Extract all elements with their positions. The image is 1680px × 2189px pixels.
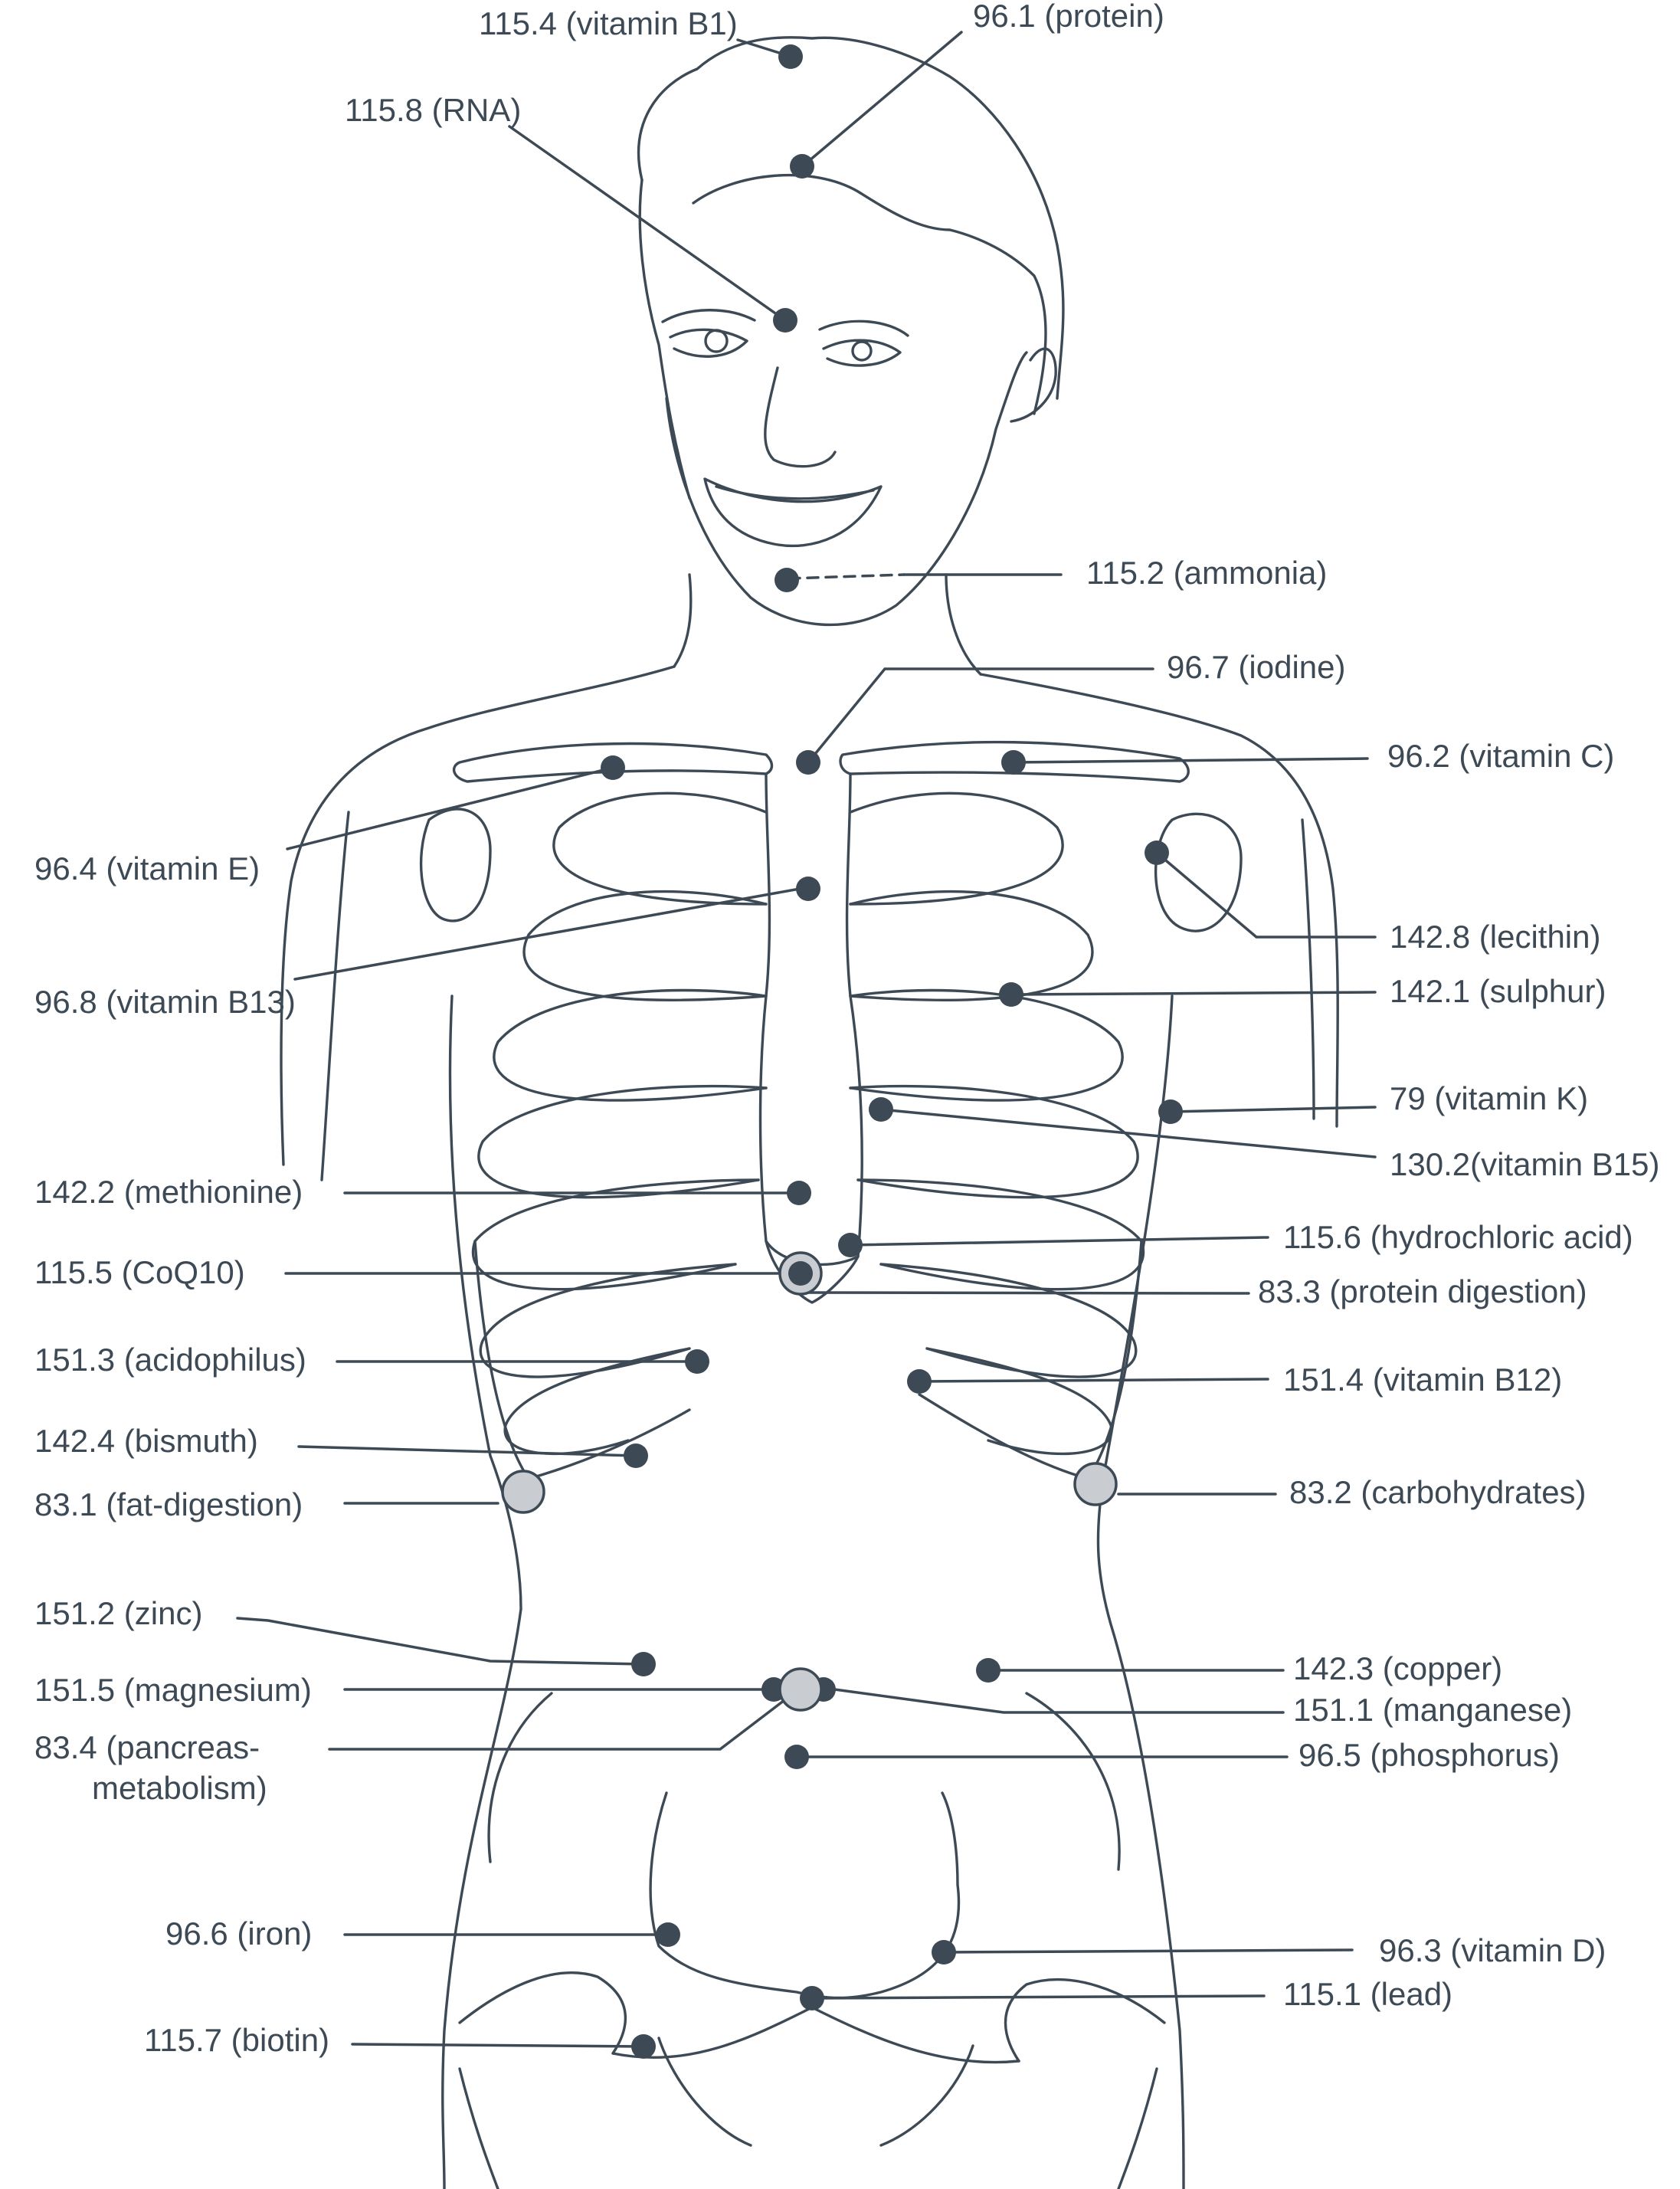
point-iron: [656, 1922, 680, 1947]
point-protein: [790, 154, 814, 179]
label-phosphorus: 96.5 (phosphorus): [1298, 1737, 1560, 1773]
point-copper: [976, 1658, 1000, 1683]
point-phosphorus: [784, 1745, 809, 1769]
point-vitamin-b15: [869, 1097, 893, 1122]
label-protein: 96.1 (protein): [973, 0, 1164, 34]
label-vitamin-b12: 151.4 (vitamin B12): [1283, 1362, 1562, 1398]
point-vitamin-d: [932, 1940, 956, 1965]
label-fat-digestion: 83.1 (fat-digestion): [34, 1486, 303, 1522]
label-rna: 115.8 (RNA): [345, 92, 521, 128]
label-biotin: 115.7 (biotin): [144, 2022, 329, 2058]
label-vitamin-c: 96.2 (vitamin C): [1387, 738, 1614, 774]
label-ammonia: 115.2 (ammonia): [1086, 555, 1327, 591]
point-pancreas-metabolism: [780, 1669, 821, 1710]
label-vitamin-k: 79 (vitamin K): [1390, 1080, 1588, 1116]
label-carbohydrates: 83.2 (carbohydrates): [1289, 1474, 1587, 1510]
point-rna: [773, 308, 797, 333]
point-vitamin-b1: [778, 44, 803, 69]
point-iodine: [796, 750, 820, 775]
label-vitamin-e: 96.4 (vitamin E): [34, 850, 260, 886]
point-methionine: [787, 1181, 811, 1205]
label-vitamin-d: 96.3 (vitamin D): [1379, 1932, 1606, 1968]
point-vitamin-b12: [907, 1369, 932, 1394]
label-pancreas-line1: 83.4 (pancreas-: [34, 1729, 260, 1765]
point-sulphur: [999, 982, 1023, 1007]
label-zinc: 151.2 (zinc): [34, 1595, 202, 1631]
label-iodine: 96.7 (iodine): [1167, 649, 1345, 685]
label-pancreas-line2: metabolism): [92, 1770, 267, 1806]
label-sulphur: 142.1 (sulphur): [1390, 973, 1606, 1009]
label-methionine: 142.2 (methionine): [34, 1174, 303, 1210]
label-coq10: 115.5 (CoQ10): [34, 1254, 245, 1290]
labels: 115.4 (vitamin B1) 96.1 (protein) 115.8 …: [34, 0, 1660, 2058]
label-bismuth: 142.4 (bismuth): [34, 1423, 258, 1459]
point-vitamin-b13: [796, 877, 820, 901]
label-copper: 142.3 (copper): [1293, 1650, 1502, 1686]
label-vitamin-b15: 130.2(vitamin B15): [1390, 1146, 1660, 1182]
point-carbohydrates: [1075, 1463, 1116, 1505]
point-bismuth: [624, 1443, 648, 1468]
label-iron: 96.6 (iron): [165, 1915, 312, 1951]
point-vitamin-c: [1001, 750, 1026, 775]
point-vitamin-k: [1158, 1099, 1183, 1124]
point-biotin: [631, 2034, 656, 2059]
label-vitamin-b13: 96.8 (vitamin B13): [34, 984, 296, 1020]
label-hydrochloric-acid: 115.6 (hydrochloric acid): [1283, 1219, 1633, 1255]
label-lead: 115.1 (lead): [1283, 1976, 1452, 2012]
point-lead: [800, 1986, 824, 2010]
point-ammonia: [775, 568, 799, 592]
label-acidophilus: 151.3 (acidophilus): [34, 1342, 306, 1378]
point-hydrochloric-acid: [838, 1233, 863, 1257]
leader-lines: [237, 32, 1375, 2046]
label-manganese: 151.1 (manganese): [1293, 1692, 1572, 1728]
point-acidophilus: [685, 1349, 709, 1374]
point-coq10: [788, 1261, 813, 1286]
label-vitamin-b1: 115.4 (vitamin B1): [479, 5, 738, 41]
point-lecithin: [1145, 841, 1169, 865]
point-vitamin-e: [601, 755, 625, 780]
point-zinc: [631, 1652, 656, 1676]
label-magnesium: 151.5 (magnesium): [34, 1672, 312, 1708]
label-lecithin: 142.8 (lecithin): [1390, 919, 1600, 955]
point-fat-digestion: [503, 1471, 544, 1512]
label-protein-digestion: 83.3 (protein digestion): [1258, 1273, 1587, 1309]
